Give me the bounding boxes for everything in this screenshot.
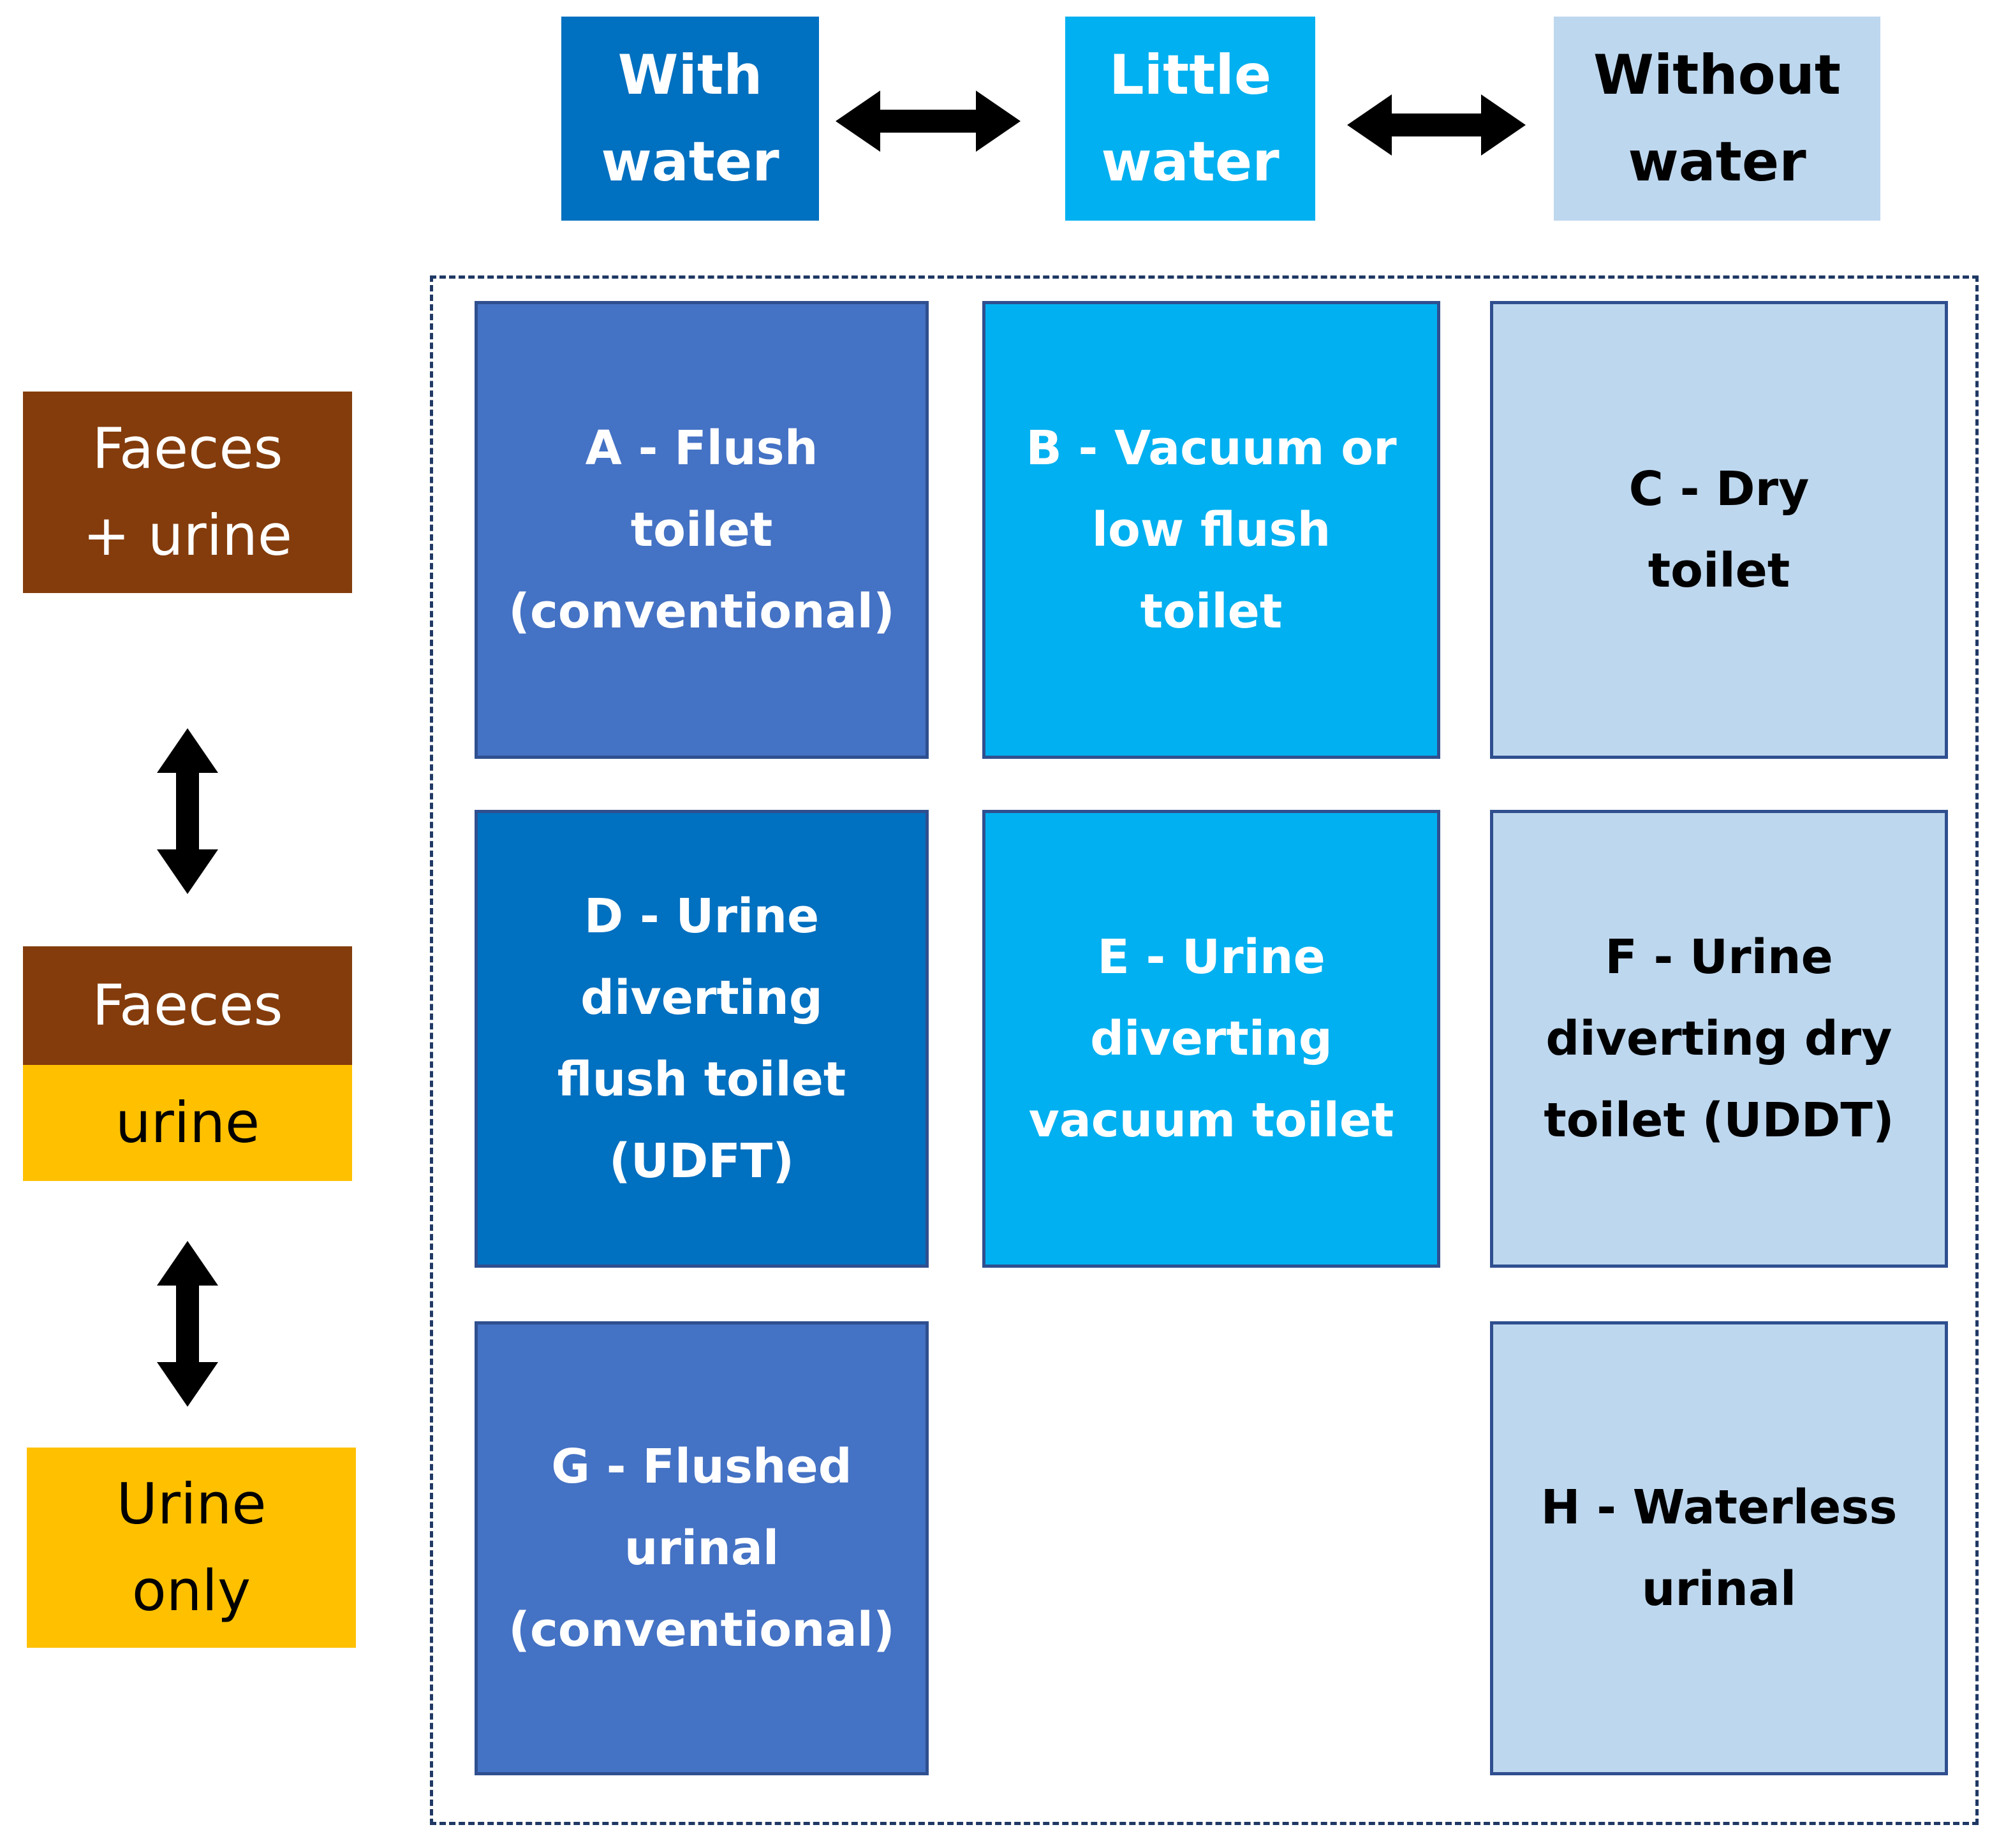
double-arrow-vertical-icon <box>157 1241 218 1407</box>
matrix-frame <box>430 275 1979 1825</box>
header-little-water: Little water <box>1065 17 1315 221</box>
cell-b-vacuum-low-flush-toilet: B - Vacuum or low flush toilet <box>982 301 1440 759</box>
double-arrow-horizontal-icon <box>836 91 1021 152</box>
header-little-water-label: Little water <box>1101 43 1280 194</box>
side-faeces: Faeces <box>23 946 352 1065</box>
cell-h-label: H - Waterless urinal <box>1540 1480 1898 1617</box>
side-faeces-label: Faeces <box>92 972 283 1038</box>
double-arrow-horizontal-icon <box>1347 94 1526 156</box>
side-faeces-urine-label: Faeces + urine <box>82 416 293 568</box>
header-without-water: Without water <box>1554 17 1880 221</box>
side-urine-only: Urine only <box>27 1448 356 1648</box>
cell-c-label: C - Dry toilet <box>1628 462 1810 598</box>
cell-e-label: E - Urine diverting vacuum toilet <box>1028 930 1394 1148</box>
header-without-water-label: Without water <box>1593 43 1841 194</box>
cell-a-flush-toilet: A - Flush toilet (conventional) <box>475 301 929 759</box>
cell-f-uddt: F - Urine diverting dry toilet (UDDT) <box>1490 810 1948 1268</box>
side-urine: urine <box>23 1065 352 1181</box>
header-with-water-label: With water <box>601 43 779 194</box>
double-arrow-vertical-icon <box>157 728 218 894</box>
cell-e-urine-diverting-vacuum-toilet: E - Urine diverting vacuum toilet <box>982 810 1440 1268</box>
cell-d-udft: D - Urine diverting flush toilet (UDFT) <box>475 810 929 1268</box>
header-with-water: With water <box>561 17 819 221</box>
side-faeces-urine: Faeces + urine <box>23 392 352 593</box>
cell-d-label: D - Urine diverting flush toilet (UDFT) <box>557 889 846 1189</box>
cell-a-label: A - Flush toilet (conventional) <box>508 421 895 639</box>
cell-h-waterless-urinal: H - Waterless urinal <box>1490 1321 1948 1775</box>
side-urine-label: urine <box>115 1090 260 1155</box>
cell-g-flushed-urinal: G - Flushed urinal (conventional) <box>475 1321 929 1775</box>
cell-f-label: F - Urine diverting dry toilet (UDDT) <box>1544 930 1894 1148</box>
cell-g-label: G - Flushed urinal (conventional) <box>508 1439 895 1657</box>
side-urine-only-label: Urine only <box>116 1471 267 1624</box>
cell-c-dry-toilet: C - Dry toilet <box>1490 301 1948 759</box>
cell-b-label: B - Vacuum or low flush toilet <box>1026 421 1397 639</box>
